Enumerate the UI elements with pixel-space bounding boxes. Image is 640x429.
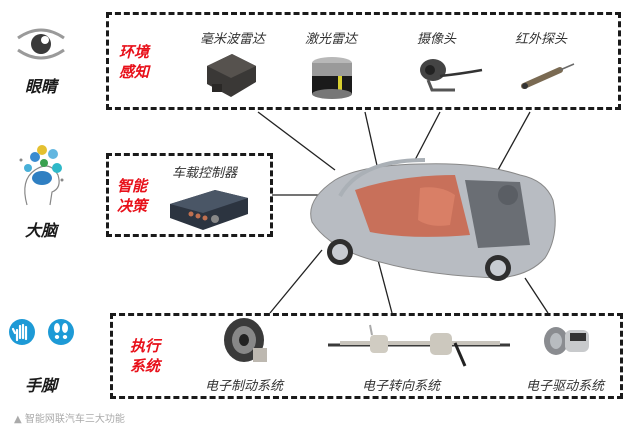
connector-lines: [257, 111, 549, 314]
figure-caption: ▲ 智能网联汽车三大功能: [14, 410, 125, 425]
mmwave-radar-icon: [207, 54, 256, 97]
execution-category-label: 执行 系统: [130, 337, 161, 375]
electronic-drive-icon: [544, 327, 589, 355]
camera-icon: [420, 59, 483, 92]
electronic-drive-label: 电子驱动系统: [526, 379, 605, 394]
hand-foot-icon: [9, 319, 74, 345]
mmwave-radar-label: 毫米波雷达: [200, 32, 266, 47]
electronic-brake-icon: [224, 318, 267, 362]
electronic-brake-label: 电子制动系统: [205, 379, 284, 394]
perception-group-box: [106, 12, 621, 110]
perception-category-label: 环境 感知: [119, 43, 150, 81]
brain-icon: [19, 145, 64, 206]
decision-group-box: [106, 153, 273, 237]
brain-label: 大脑: [24, 221, 57, 240]
caption-text: 智能网联汽车三大功能: [24, 414, 125, 425]
lidar-icon: [312, 57, 352, 99]
lidar-label: 激光雷达: [305, 32, 358, 47]
execution-group-box: [110, 313, 623, 399]
electronic-steering-label: 电子转向系统: [362, 379, 441, 394]
triangle-marker-icon: ▲: [14, 414, 22, 425]
eye-icon: [17, 28, 65, 60]
camera-label: 摄像头: [417, 32, 457, 47]
infrared-probe-label: 红外探头: [515, 32, 568, 47]
car-cutaway-illustration: [310, 158, 556, 281]
infrared-probe-icon: [521, 63, 575, 89]
vehicle-controller-icon: [170, 190, 248, 230]
eye-label: 眼睛: [24, 77, 57, 96]
decision-category-label: 智能 决策: [117, 177, 148, 215]
vehicle-controller-label: 车载控制器: [172, 166, 238, 181]
hand-foot-label: 手脚: [24, 376, 57, 395]
electronic-steering-icon: [328, 324, 510, 367]
